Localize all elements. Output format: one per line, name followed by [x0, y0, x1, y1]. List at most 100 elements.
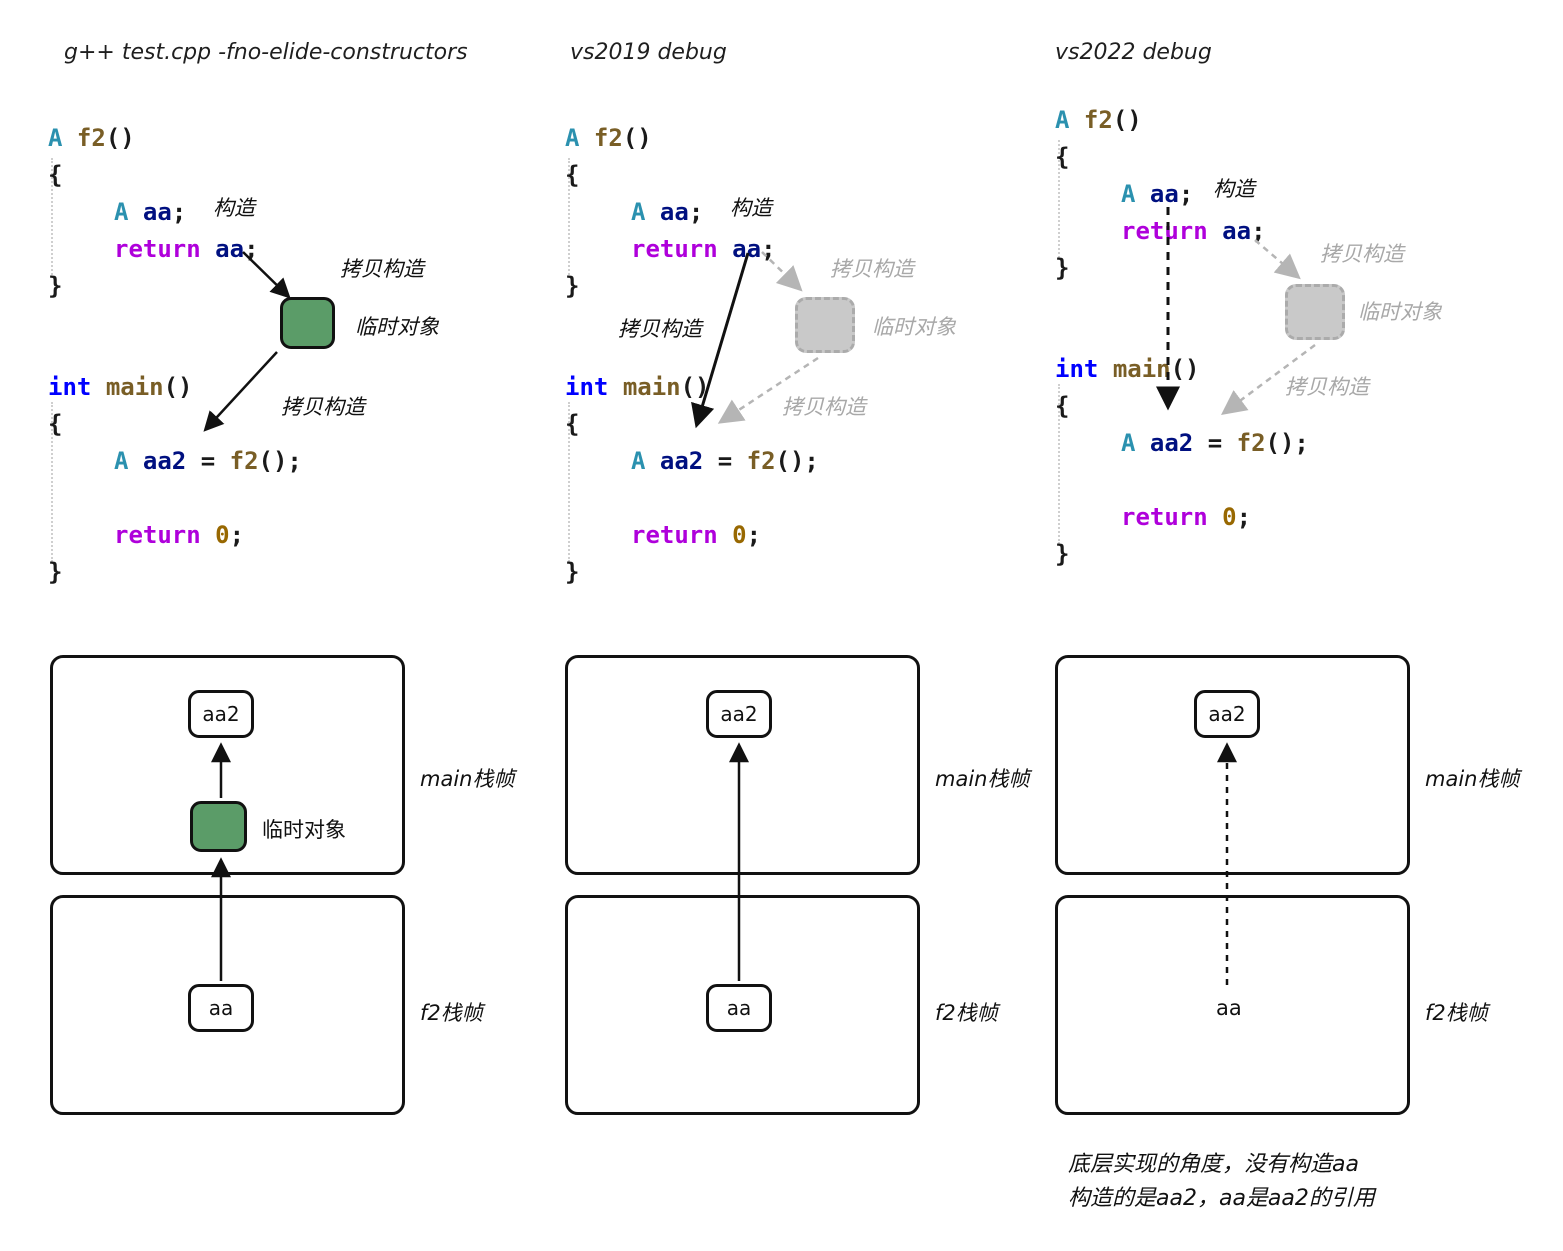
code-line: return 0; [1055, 499, 1309, 536]
code-token-p: (); [258, 447, 302, 475]
code-line: { [1055, 139, 1309, 176]
ghost-copy-ctor-label: 拷贝构造 [830, 257, 914, 281]
code-token-p: ; [1251, 217, 1266, 245]
aa-box: aa [706, 984, 772, 1032]
main-stack-frame-box [1055, 655, 1410, 875]
code-token-num: 0 [732, 521, 747, 549]
indent-guide [1058, 384, 1060, 544]
code-line: A f2() [48, 120, 302, 157]
code-block-vs2022: A f2(){A aa;return aa;}int main(){A aa2 … [1055, 102, 1309, 573]
code-token-p [579, 124, 593, 152]
main-frame-label: main栈帧 [935, 767, 1030, 791]
code-token-p [1208, 217, 1222, 245]
code-gap [48, 305, 302, 369]
code-token-p [608, 373, 622, 401]
code-token-p: ; [1178, 180, 1194, 208]
ghost-copy-ctor-label: 拷贝构造 [782, 395, 866, 419]
code-token-type: A [565, 124, 580, 152]
code-line: } [48, 554, 302, 591]
code-blank-line [1055, 462, 1309, 499]
ghost-copy-ctor-label: 拷贝构造 [1320, 242, 1404, 266]
copy-ctor-label: 拷贝构造 [281, 395, 365, 419]
code-token-p [1098, 355, 1112, 383]
ghost-temp-object-box [1285, 284, 1345, 340]
aa2-box: aa2 [706, 690, 772, 738]
code-token-p: ; [244, 235, 259, 263]
code-token-p: = [186, 447, 230, 475]
code-token-kw: int [1055, 355, 1099, 383]
indent-guide [568, 158, 570, 278]
code-line: } [1055, 250, 1309, 287]
code-line: return aa; [1055, 213, 1309, 250]
code-token-p [62, 124, 76, 152]
code-token-type: A [114, 447, 129, 475]
code-token-p: } [48, 558, 63, 586]
code-token-p: ; [1236, 503, 1252, 531]
code-token-p: { [48, 410, 63, 438]
code-line: return 0; [48, 517, 302, 554]
code-token-p [128, 198, 142, 226]
code-token-p: = [1193, 429, 1237, 457]
temp-object-label: 临时对象 [355, 315, 439, 339]
code-token-type: A [114, 198, 129, 226]
ctor-label: 构造 [1213, 177, 1255, 201]
code-token-p: ; [688, 198, 704, 226]
code-token-fn: f2 [76, 124, 106, 152]
code-line: } [565, 268, 819, 305]
code-token-fn: f2 [746, 447, 776, 475]
code-line: { [48, 157, 302, 194]
code-token-p [645, 198, 659, 226]
indent-guide [51, 402, 53, 562]
code-block-vs2019: A f2(){A aa;return aa;}int main(){A aa2 … [565, 120, 819, 591]
code-line: A aa; [565, 194, 819, 231]
main-stack-frame-box [565, 655, 920, 875]
code-token-var: aa2 [659, 447, 704, 475]
code-token-type: A [1121, 429, 1136, 457]
code-token-fn: main [105, 373, 164, 401]
code-token-kw: int [48, 373, 92, 401]
code-token-p [128, 447, 142, 475]
code-token-var: aa [215, 235, 245, 263]
indent-guide [1058, 140, 1060, 258]
code-token-fn: main [1112, 355, 1171, 383]
code-line: A aa2 = f2(); [48, 443, 302, 480]
f2-frame-label: f2栈帧 [935, 1001, 998, 1025]
code-token-p: ; [229, 521, 245, 549]
code-blank-line [48, 480, 302, 517]
code-token-var: aa [1222, 217, 1252, 245]
code-token-p [1208, 503, 1222, 531]
code-line: A aa2 = f2(); [1055, 425, 1309, 462]
code-token-var: aa [1149, 180, 1179, 208]
code-line: return aa; [48, 231, 302, 268]
code-token-var: aa2 [142, 447, 187, 475]
code-token-p: } [1055, 254, 1070, 282]
code-token-ctrl: return [114, 521, 201, 549]
code-token-p: } [565, 272, 580, 300]
code-token-p: } [565, 558, 580, 586]
code-token-fn: f2 [1236, 429, 1266, 457]
code-token-kw: int [565, 373, 609, 401]
code-blank-line [565, 480, 819, 517]
code-line: { [565, 406, 819, 443]
code-token-p [201, 521, 215, 549]
code-token-p: { [1055, 392, 1070, 420]
code-block-gcc: A f2(){A aa;return aa;}int main(){A aa2 … [48, 120, 302, 591]
f2-stack-frame-box [1055, 895, 1410, 1115]
ghost-temp-object-label: 临时对象 [1358, 300, 1442, 324]
code-token-num: 0 [215, 521, 230, 549]
code-token-fn: f2 [1083, 106, 1113, 134]
code-token-p: ; [171, 198, 187, 226]
code-token-p: ; [746, 521, 762, 549]
ghost-temp-object-box [795, 297, 855, 353]
aa-label: aa [1216, 996, 1242, 1020]
code-token-p: } [1055, 540, 1070, 568]
code-line: { [48, 406, 302, 443]
code-token-p: = [703, 447, 747, 475]
column-title-vs2022: vs2022 debug [1055, 40, 1212, 65]
code-token-type: A [48, 124, 63, 152]
main-frame-label: main栈帧 [420, 767, 515, 791]
code-token-type: A [1121, 180, 1136, 208]
code-token-ctrl: return [631, 521, 718, 549]
code-token-type: A [1055, 106, 1070, 134]
